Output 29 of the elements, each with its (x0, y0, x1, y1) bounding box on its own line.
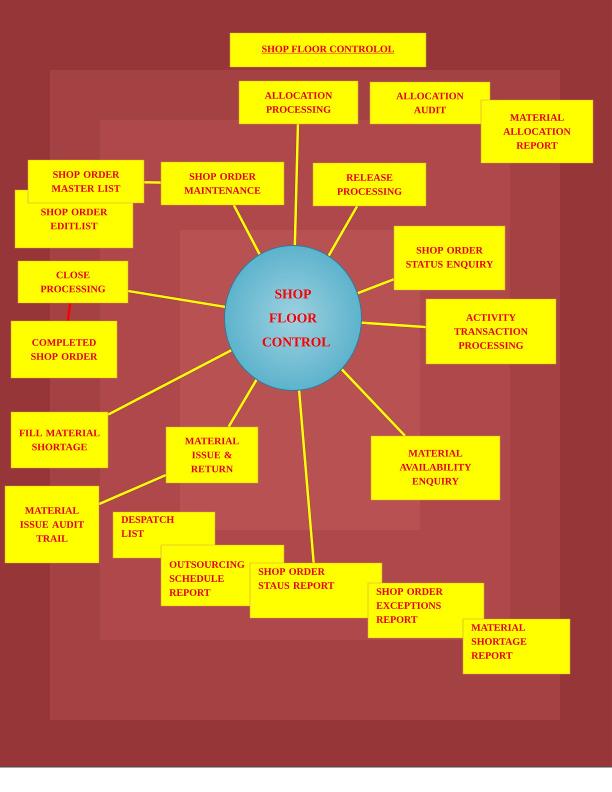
process-box: FILL MATERIAL SHORTAGE (10, 412, 108, 468)
connector-line (298, 390, 315, 563)
process-box: RELEASE PROCESSING (312, 162, 426, 206)
connector-line (357, 278, 394, 294)
connector-line (144, 181, 161, 184)
connector-line (128, 290, 226, 308)
process-box: COMPLETED SHOP ORDER (10, 320, 118, 378)
connector-line (361, 321, 426, 328)
process-box: ACTIVITY TRANSACTION PROCESSING (426, 298, 556, 364)
process-box: SHOP ORDER STATUS ENQUIRY (394, 226, 506, 290)
connector-line (232, 204, 261, 255)
process-box: MATERIAL AVAILABILITY ENQUIRY (370, 436, 500, 500)
connector-line (108, 349, 232, 416)
process-box: ALLOCATION PROCESSING (238, 80, 358, 124)
connector-line (328, 206, 358, 256)
connector-line (294, 124, 300, 246)
process-box: CLOSE PROCESSING (18, 260, 128, 304)
process-box: SHOP ORDER MASTER LIST (28, 160, 144, 204)
process-box: MATERIAL SHORTAGE REPORT (462, 618, 570, 674)
process-box: MATERIAL ISSUE AUDIT TRAIL (4, 486, 100, 564)
connector-line (340, 368, 406, 437)
process-box: MATERIAL ALLOCATION REPORT (480, 100, 594, 164)
process-box: SHOP ORDER MAINTENANCE (160, 162, 284, 206)
process-box: ALLOCATION AUDIT (370, 82, 490, 124)
title-box: SHOP FLOOR CONTROLOL (230, 32, 426, 68)
process-box: MATERIAL ISSUE & RETURN (166, 426, 258, 484)
connector-line (228, 379, 258, 428)
connector-line (66, 303, 72, 321)
connector-line (98, 474, 166, 506)
